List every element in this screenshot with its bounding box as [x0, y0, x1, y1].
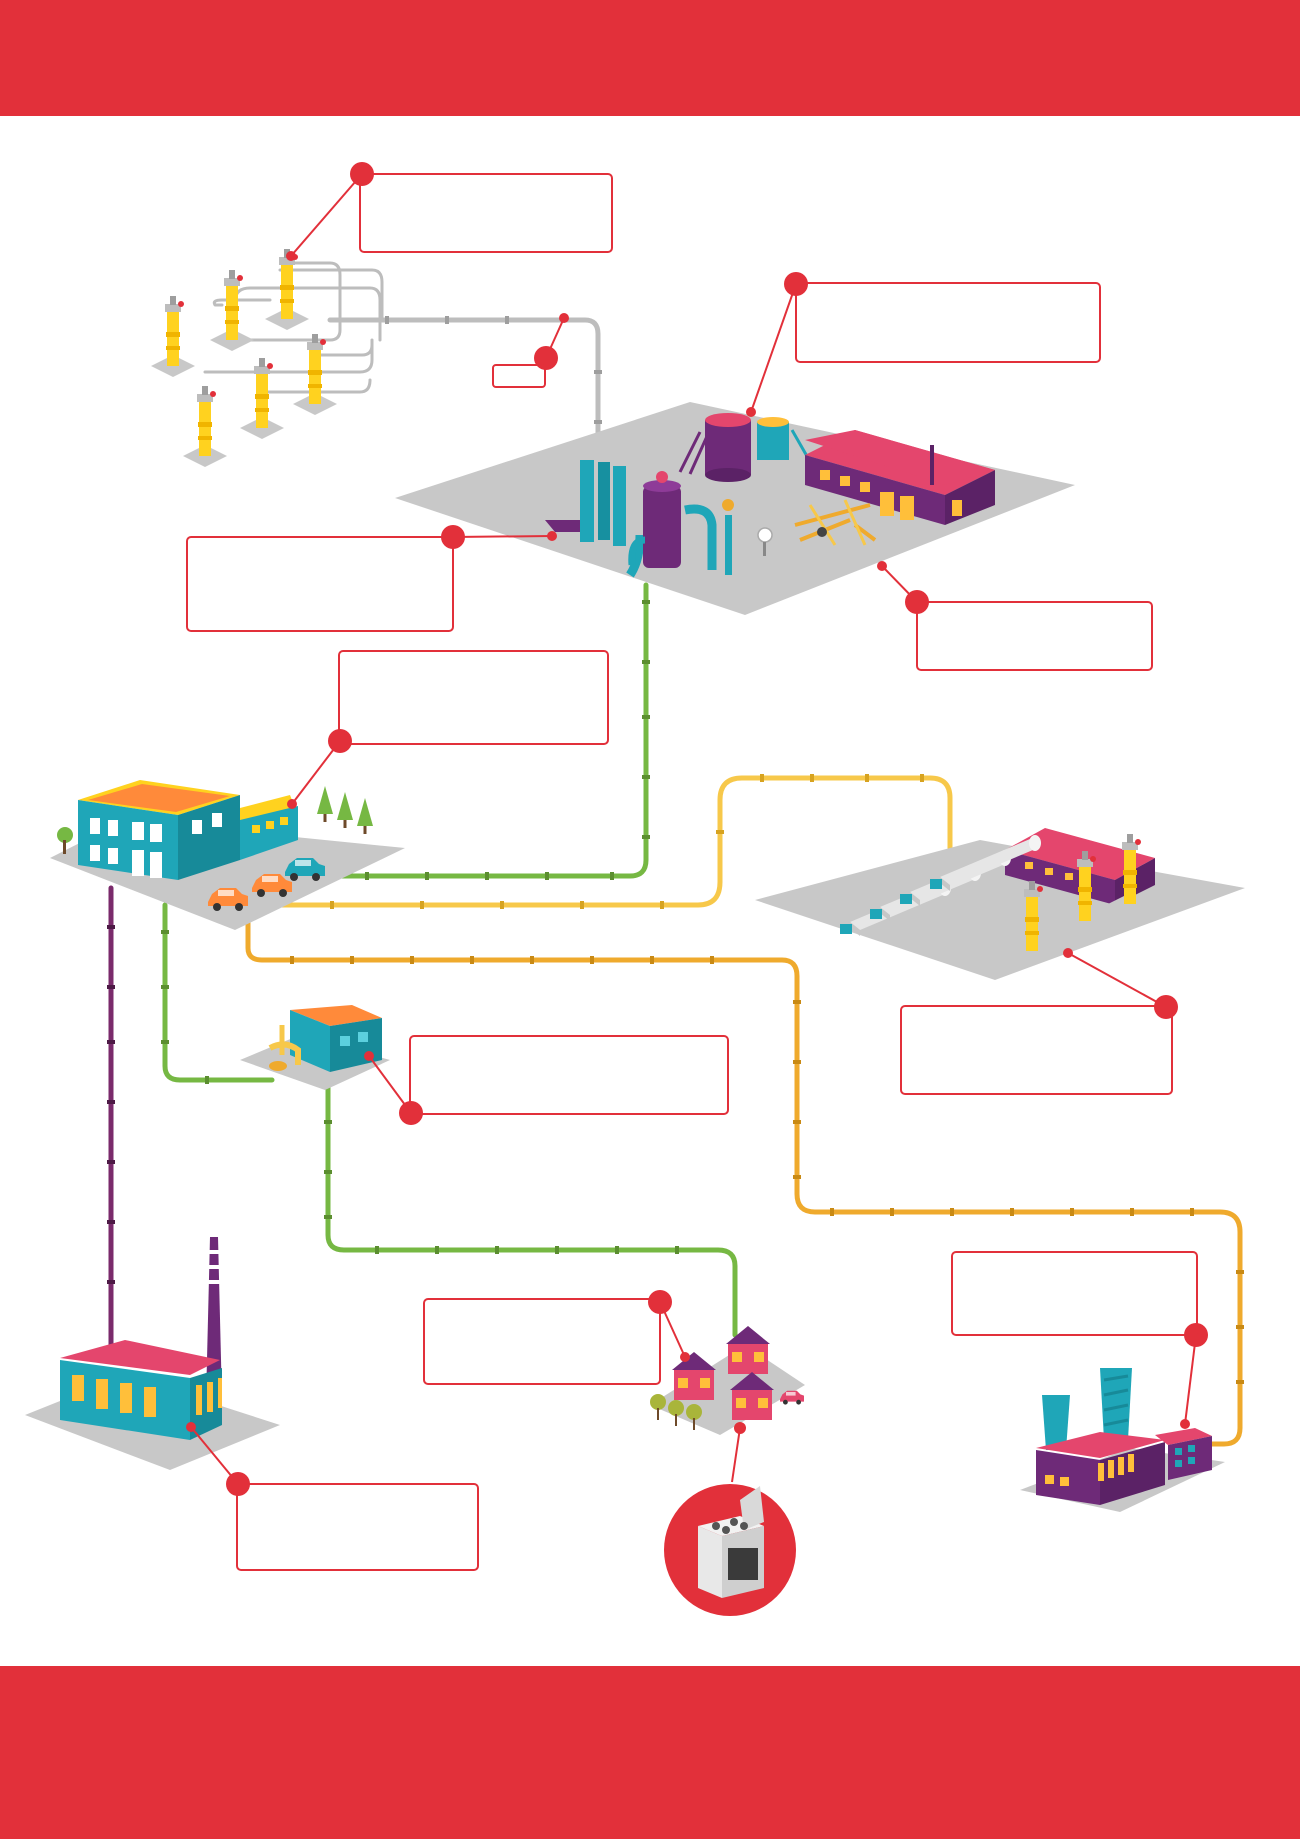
callout-pressure-station [364, 1035, 729, 1125]
household-stove [664, 1427, 796, 1616]
factory-icon [1036, 1368, 1212, 1505]
callout-power-plant [186, 1422, 479, 1571]
power-plant [25, 1237, 280, 1470]
residential-houses [650, 1326, 805, 1435]
callout-processing-plant [877, 561, 1153, 671]
pipe-joints [161, 600, 679, 1254]
bottom-banner [0, 1666, 1300, 1839]
callout-storage-tanks [746, 272, 1101, 417]
callouts [186, 162, 1208, 1571]
gas-stove-icon [698, 1486, 764, 1598]
callout-factory [951, 1251, 1208, 1429]
gas-processing-plant [395, 402, 1075, 615]
houses-icon [650, 1326, 804, 1430]
gas-well-icon [151, 249, 337, 467]
regulator-station-icon [268, 1005, 382, 1072]
callout-gas-treatment [186, 525, 557, 632]
callout-underground-storage [900, 948, 1178, 1095]
callout-houses [423, 1290, 690, 1385]
gas-wells [151, 249, 337, 467]
pressure-reduction-station [240, 1005, 390, 1090]
distribution-office [50, 780, 405, 930]
power-plant-icon [60, 1237, 222, 1440]
callout-gas-wells [286, 162, 613, 261]
top-banner [0, 0, 1300, 116]
industrial-factory [1020, 1368, 1225, 1512]
storage-tanks-icon [840, 828, 1155, 962]
processing-plant-icon [545, 413, 995, 578]
callout-distribution-office [287, 650, 609, 809]
callout-pipeline-valve [492, 313, 569, 388]
office-building-icon [57, 780, 373, 911]
underground-storage [755, 828, 1245, 980]
